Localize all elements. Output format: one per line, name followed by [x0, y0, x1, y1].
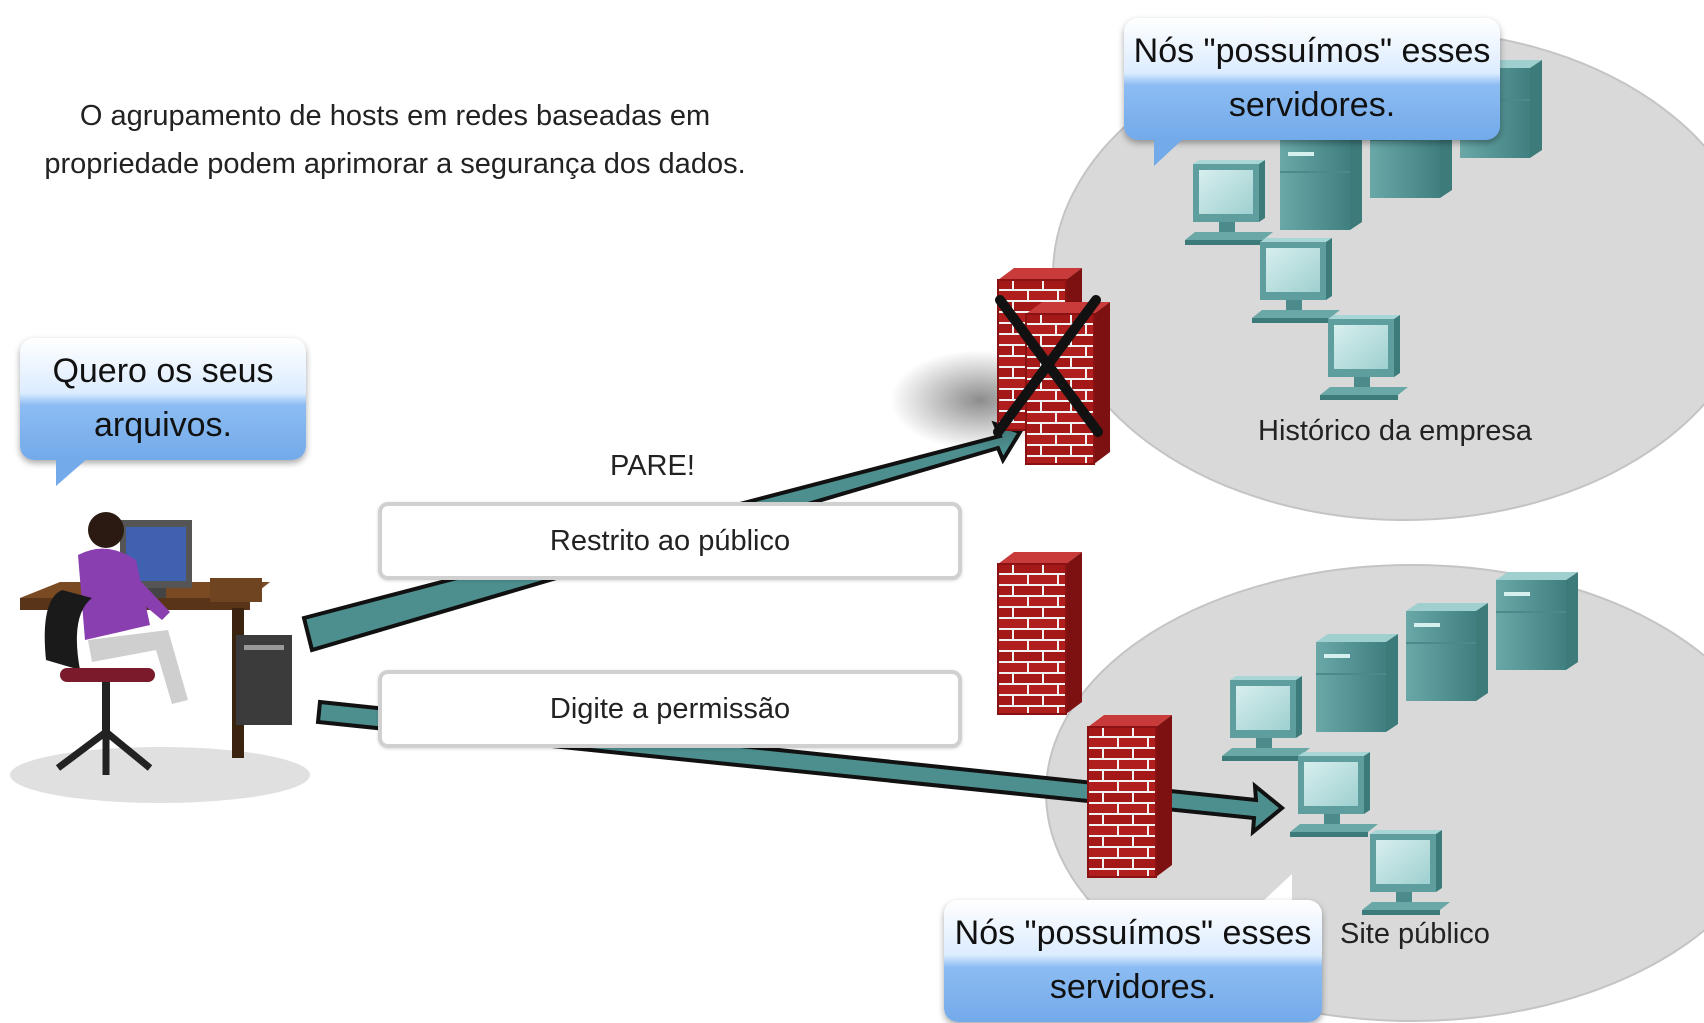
permission-label: Digite a permissão [378, 670, 962, 748]
public-owner-speech-tail [1262, 874, 1292, 902]
brick-firewall-icon [1087, 714, 1173, 878]
user-speech-tail [56, 458, 88, 486]
workstation-icon [1290, 752, 1378, 837]
user-speech-text: Quero os seus arquivos. [52, 352, 274, 444]
restricted-label: Restrito ao público [378, 502, 962, 580]
public-owner-speech-text: Nós "possuímos" esses servidores. [954, 914, 1312, 1006]
workstation-icon [1252, 238, 1340, 323]
server-icon [1279, 131, 1363, 231]
user-speech-bubble: Quero os seus arquivos. [20, 338, 306, 460]
x-cross-icon [993, 295, 1103, 437]
public-owner-speech-bubble: Nós "possuímos" esses servidores. [944, 900, 1322, 1022]
company-network-label: Histórico da empresa [1258, 415, 1532, 447]
company-owner-speech-text: Nós "possuímos" esses servidores. [1133, 32, 1491, 124]
company-owner-speech-tail [1154, 138, 1184, 166]
server-icon [1405, 602, 1489, 702]
user-at-computer-icon [10, 512, 310, 803]
public-network-label: Site público [1340, 918, 1490, 950]
brick-firewall-icon [997, 551, 1083, 715]
company-firewall [890, 267, 1111, 465]
stop-label: PARE! [610, 450, 695, 482]
workstation-icon [1185, 160, 1273, 245]
server-icon [1495, 571, 1579, 671]
company-owner-speech-bubble: Nós "possuímos" esses servidores. [1124, 18, 1500, 140]
diagram-caption: O agrupamento de hosts em redes baseadas… [44, 100, 746, 180]
workstation-icon [1222, 676, 1310, 761]
server-icon [1315, 633, 1399, 733]
workstation-icon [1320, 315, 1408, 400]
workstation-icon [1362, 830, 1450, 915]
